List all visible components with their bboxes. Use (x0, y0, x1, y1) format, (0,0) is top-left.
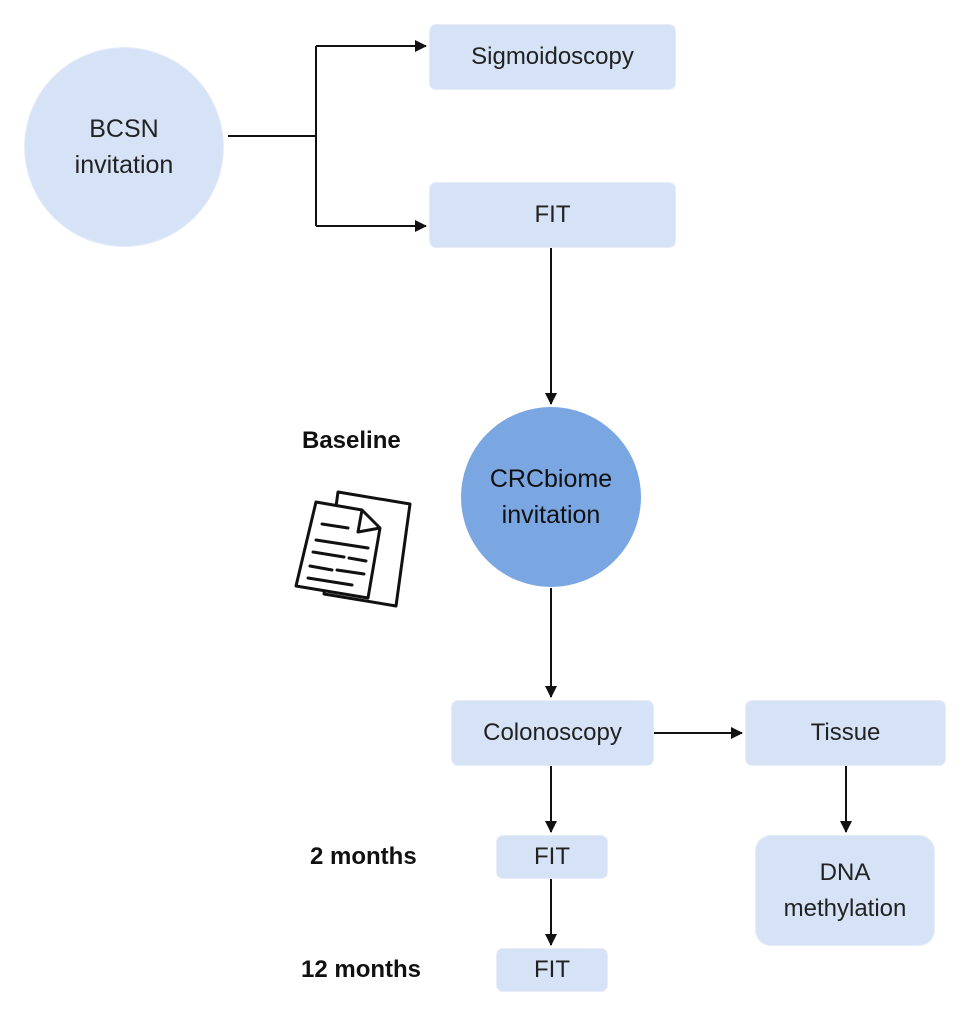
colonoscopy-label: Colonoscopy (483, 719, 622, 746)
fit-2-months-node: FIT (496, 835, 608, 879)
crcbiome-invitation-node: CRCbiome invitation (461, 407, 641, 587)
document-stack-icon (292, 488, 412, 613)
dna-line-1: DNA (819, 858, 871, 886)
two-months-label: 2 months (310, 843, 417, 870)
fit-label: FIT (534, 201, 571, 228)
sigmoidoscopy-label: Sigmoidoscopy (471, 43, 634, 70)
tissue-label: Tissue (810, 719, 881, 746)
dna-line-2: methylation (783, 894, 907, 922)
bcsn-line-2: invitation (74, 151, 174, 179)
twelve-months-label: 12 months (301, 956, 422, 983)
dna-methylation-node: DNA methylation (755, 835, 935, 946)
tissue-node: Tissue (745, 700, 946, 766)
crcbiome-line-2: invitation (501, 501, 601, 529)
fit-node: FIT (429, 182, 676, 248)
crcbiome-line-1: CRCbiome (489, 465, 613, 493)
fit-2-months-label: FIT (534, 843, 570, 870)
colonoscopy-node: Colonoscopy (451, 700, 654, 766)
bcsn-invitation-node: BCSN invitation (24, 47, 224, 247)
bcsn-line-1: BCSN (89, 115, 159, 143)
baseline-label: Baseline (302, 427, 401, 454)
fit-12-months-label: FIT (534, 956, 570, 983)
sigmoidoscopy-node: Sigmoidoscopy (429, 24, 676, 90)
fit-12-months-node: FIT (496, 948, 608, 992)
